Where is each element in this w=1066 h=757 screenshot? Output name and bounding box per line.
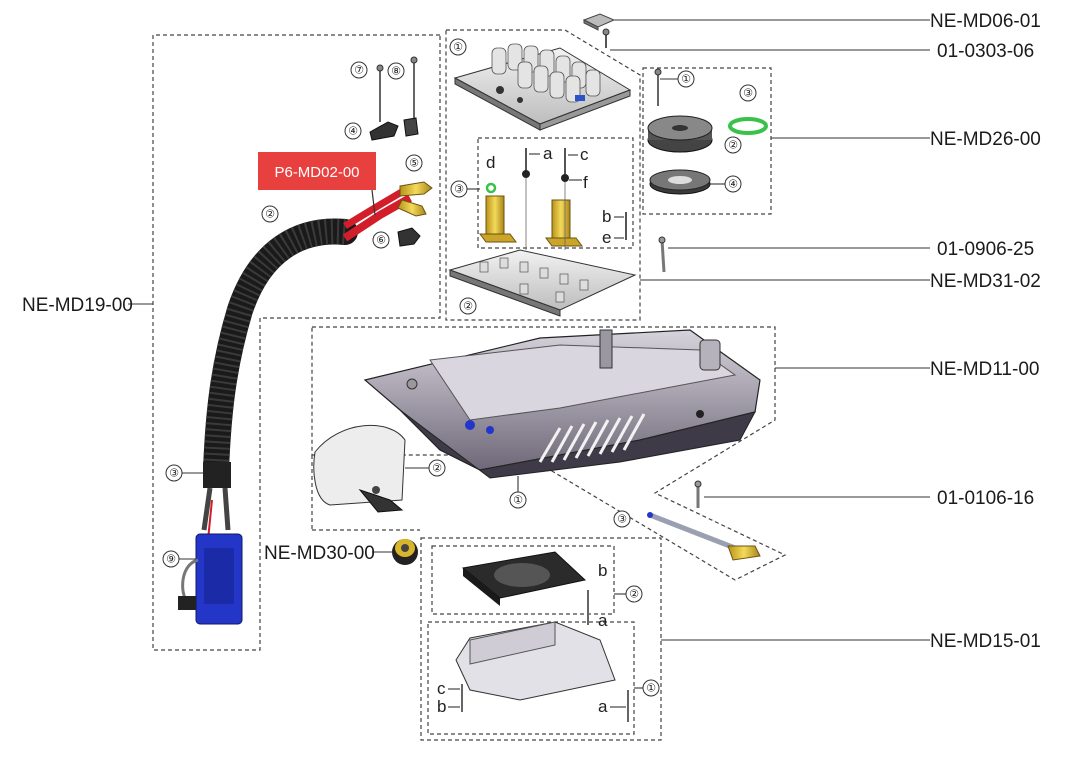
part-rotor-set bbox=[647, 68, 768, 195]
letter-c-board: c bbox=[580, 145, 589, 164]
callout-01-0303-06: 01-0303-06 bbox=[937, 41, 1034, 62]
marker-1-md26: ① bbox=[681, 73, 691, 86]
item-number-markers: ① ① ③ ② ④ ⑦ ⑧ ④ ⑤ ⑥ ② ③ ⑨ ③ ② ② ① ③ ② ① bbox=[162, 38, 757, 697]
part-main-housing bbox=[363, 329, 761, 479]
marker-4-md26: ④ bbox=[728, 178, 738, 191]
callout-ne-md26-00: NE-MD26-00 bbox=[930, 129, 1041, 150]
part-knob-md30 bbox=[392, 539, 418, 565]
marker-2-md26: ② bbox=[728, 139, 738, 152]
letter-b-board: b bbox=[602, 207, 611, 226]
part-cover-md06 bbox=[582, 13, 616, 48]
part-small-hardware bbox=[369, 56, 421, 247]
part-side-cover bbox=[313, 424, 406, 513]
part-code-badge: P6-MD02-00 bbox=[258, 152, 376, 216]
callout-ne-md06-01: NE-MD06-01 bbox=[930, 11, 1041, 32]
part-fan-heatsink bbox=[455, 551, 629, 722]
part-power-board bbox=[453, 43, 632, 131]
letter-markers: d a c f b e b a c b a bbox=[437, 144, 626, 716]
part-rod bbox=[647, 512, 761, 561]
marker-1-heatsink: ① bbox=[646, 682, 656, 695]
part-screw-0106 bbox=[694, 480, 702, 508]
group-box-pcb-stack bbox=[445, 29, 641, 321]
part-control-board bbox=[448, 148, 637, 317]
callout-01-0106-16: 01-0106-16 bbox=[937, 488, 1034, 509]
letter-a-board: a bbox=[543, 144, 553, 163]
leader-lines bbox=[128, 19, 930, 641]
group-box-ne-md19 bbox=[152, 34, 441, 651]
marker-1-housing: ① bbox=[513, 494, 523, 507]
badge-label: P6-MD02-00 bbox=[274, 164, 359, 181]
marker-3-rod: ③ bbox=[617, 513, 627, 526]
letter-c-heatsink: c bbox=[437, 679, 446, 698]
marker-5: ⑤ bbox=[409, 157, 419, 170]
part-cable-harness bbox=[178, 181, 433, 625]
marker-2-harness: ② bbox=[265, 208, 275, 221]
marker-3-board: ③ bbox=[454, 183, 464, 196]
letter-b-heatsink: b bbox=[437, 697, 446, 716]
marker-4-bracket: ④ bbox=[348, 125, 358, 138]
letter-e: e bbox=[602, 228, 611, 247]
marker-9: ⑨ bbox=[166, 553, 176, 566]
callout-ne-md30-00: NE-MD30-00 bbox=[264, 543, 375, 564]
letter-a-fan: a bbox=[598, 611, 608, 630]
marker-7: ⑦ bbox=[354, 64, 364, 77]
group-box-ne-md15 bbox=[420, 537, 662, 741]
callout-ne-md11-00: NE-MD11-00 bbox=[930, 359, 1039, 380]
letter-a-heatsink: a bbox=[598, 697, 608, 716]
group-box-ne-md26 bbox=[642, 67, 772, 215]
marker-3-harness: ③ bbox=[169, 467, 179, 480]
letter-b-fan: b bbox=[598, 561, 607, 580]
part-long-screw bbox=[658, 236, 666, 273]
letter-d: d bbox=[486, 153, 495, 172]
marker-2-board: ② bbox=[463, 300, 473, 313]
marker-2-fan: ② bbox=[629, 588, 639, 601]
marker-1-powerboard: ① bbox=[453, 41, 463, 54]
marker-3-ring: ③ bbox=[743, 87, 753, 100]
marker-8: ⑧ bbox=[391, 65, 401, 78]
marker-2-cover: ② bbox=[432, 462, 442, 475]
callout-01-0906-25: 01-0906-25 bbox=[937, 239, 1034, 260]
letter-f: f bbox=[583, 173, 588, 192]
callout-ne-md15-01: NE-MD15-01 bbox=[930, 631, 1041, 652]
marker-6: ⑥ bbox=[376, 234, 386, 247]
callout-ne-md31-02: NE-MD31-02 bbox=[930, 271, 1041, 292]
callout-ne-md19-00: NE-MD19-00 bbox=[22, 295, 133, 316]
